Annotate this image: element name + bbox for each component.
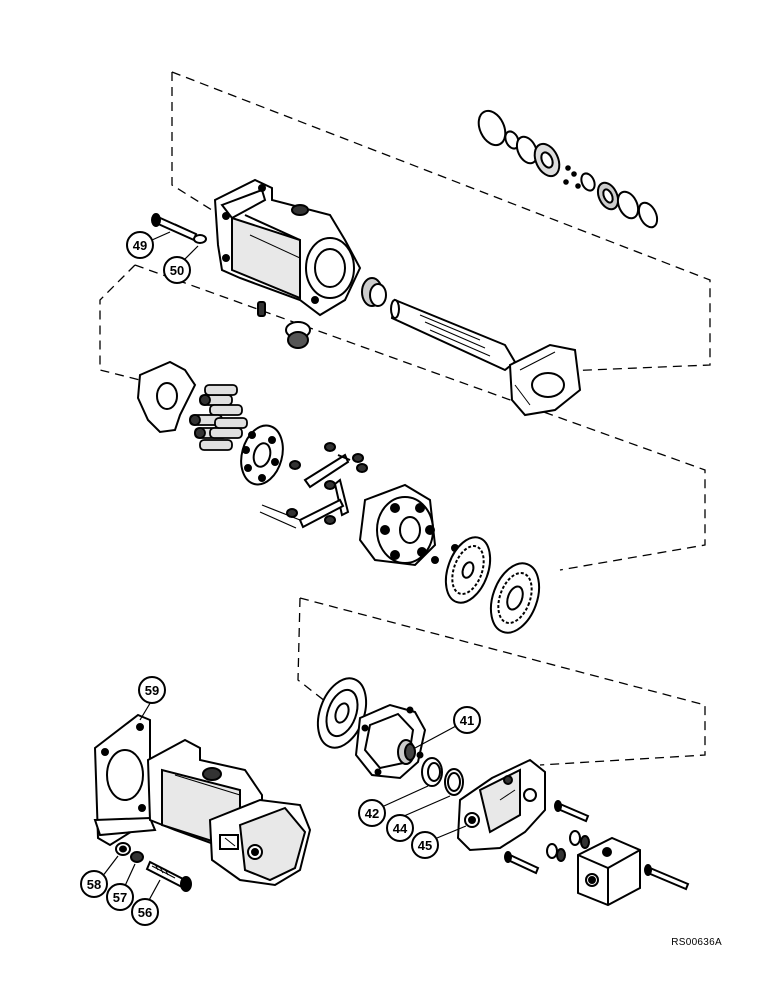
callout-44-label: 44	[393, 821, 408, 836]
bolt-56	[145, 860, 192, 892]
drive-shaft	[390, 298, 517, 372]
bearing-cone	[361, 277, 387, 307]
callout-45-label: 45	[418, 838, 432, 853]
piston-set	[189, 384, 248, 451]
mounting-gasket-59	[93, 713, 151, 847]
seal-44	[444, 768, 464, 796]
callout-50-label: 50	[170, 263, 184, 278]
valve-plate-c	[316, 677, 368, 749]
callout-45: 45	[411, 825, 467, 859]
valve-plate-a	[444, 536, 492, 604]
callout-58-label: 58	[87, 877, 101, 892]
seal-57	[130, 851, 144, 863]
callout-58: 58	[80, 855, 119, 898]
bolt-49	[151, 213, 198, 242]
swashplate	[508, 343, 582, 417]
washer-58	[115, 842, 131, 856]
callout-56: 56	[131, 879, 161, 926]
plug-fitting	[257, 301, 311, 349]
seal-ring-stack	[477, 109, 659, 229]
assembled-pump	[93, 738, 312, 887]
group-boundary-middle	[99, 264, 706, 571]
callout-49-label: 49	[133, 238, 147, 253]
end-cover-gasket	[354, 703, 427, 780]
valve-plate-b	[489, 562, 541, 634]
bearing-41	[397, 739, 416, 765]
group-boundary-upper	[171, 71, 711, 373]
callout-41-label: 41	[460, 713, 474, 728]
callout-49: 49	[126, 231, 171, 259]
washer-50	[193, 234, 207, 244]
callout-56-label: 56	[138, 905, 152, 920]
gasket-plate	[136, 360, 197, 434]
group-boundary-lower	[297, 597, 706, 766]
callout-42: 42	[358, 785, 429, 827]
end-cover-45	[456, 758, 546, 852]
callout-42-label: 42	[365, 806, 379, 821]
cylinder-block	[358, 483, 459, 567]
control-valve-block	[577, 836, 690, 907]
callout-50: 50	[163, 245, 199, 284]
drawing-reference-code: RS00636A	[671, 937, 722, 948]
end-cover-bolts	[504, 800, 590, 875]
bearing-cup-42	[421, 757, 443, 787]
callout-59-label: 59	[145, 683, 159, 698]
callout-41: 41	[414, 706, 481, 749]
callout-59: 59	[138, 676, 166, 721]
linkage-assembly	[259, 442, 368, 529]
callout-57: 57	[106, 863, 136, 911]
pump-housing	[213, 178, 362, 317]
callout-44: 44	[386, 795, 451, 842]
retainer-plate	[240, 424, 284, 486]
callout-57-label: 57	[113, 890, 127, 905]
